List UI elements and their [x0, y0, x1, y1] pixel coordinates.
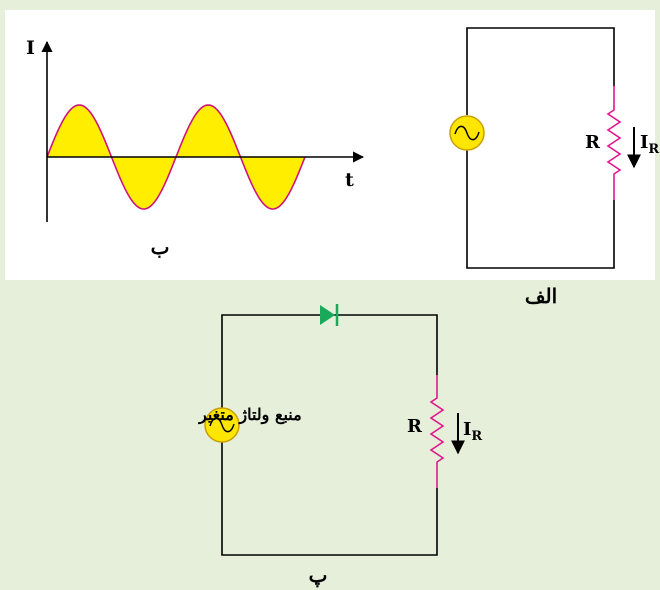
ac-source-icon: [449, 115, 485, 151]
top-panel: [5, 10, 655, 280]
resistor-label-pe: R: [407, 416, 423, 437]
circuit-alef: R IR الف: [449, 27, 659, 308]
caption-pe: پ: [309, 563, 328, 587]
wire-pe-lower: [221, 442, 438, 556]
resistor-pe: [429, 375, 445, 488]
waveform-graph: I t ب: [26, 37, 365, 259]
caption-alef: الف: [525, 284, 557, 308]
caption-be: ب: [151, 235, 170, 259]
source-label: منبع ولتاژ متغیر: [198, 405, 302, 425]
circuit-pe: منبع ولتاژ متغیر R IR پ: [198, 304, 482, 587]
current-label-pe: IR: [463, 419, 482, 444]
ac-source-icon: [204, 407, 240, 443]
wire-pe: [221, 314, 438, 408]
y-axis-label: I: [26, 37, 35, 59]
x-axis-label: t: [345, 169, 354, 191]
wire-alef: [466, 27, 615, 115]
diode-icon: [320, 304, 339, 326]
current-label-alef: IR: [640, 132, 659, 157]
resistor-label-alef: R: [585, 132, 601, 153]
resistor-alef: [606, 86, 622, 200]
wire-alef-lower: [466, 150, 615, 269]
